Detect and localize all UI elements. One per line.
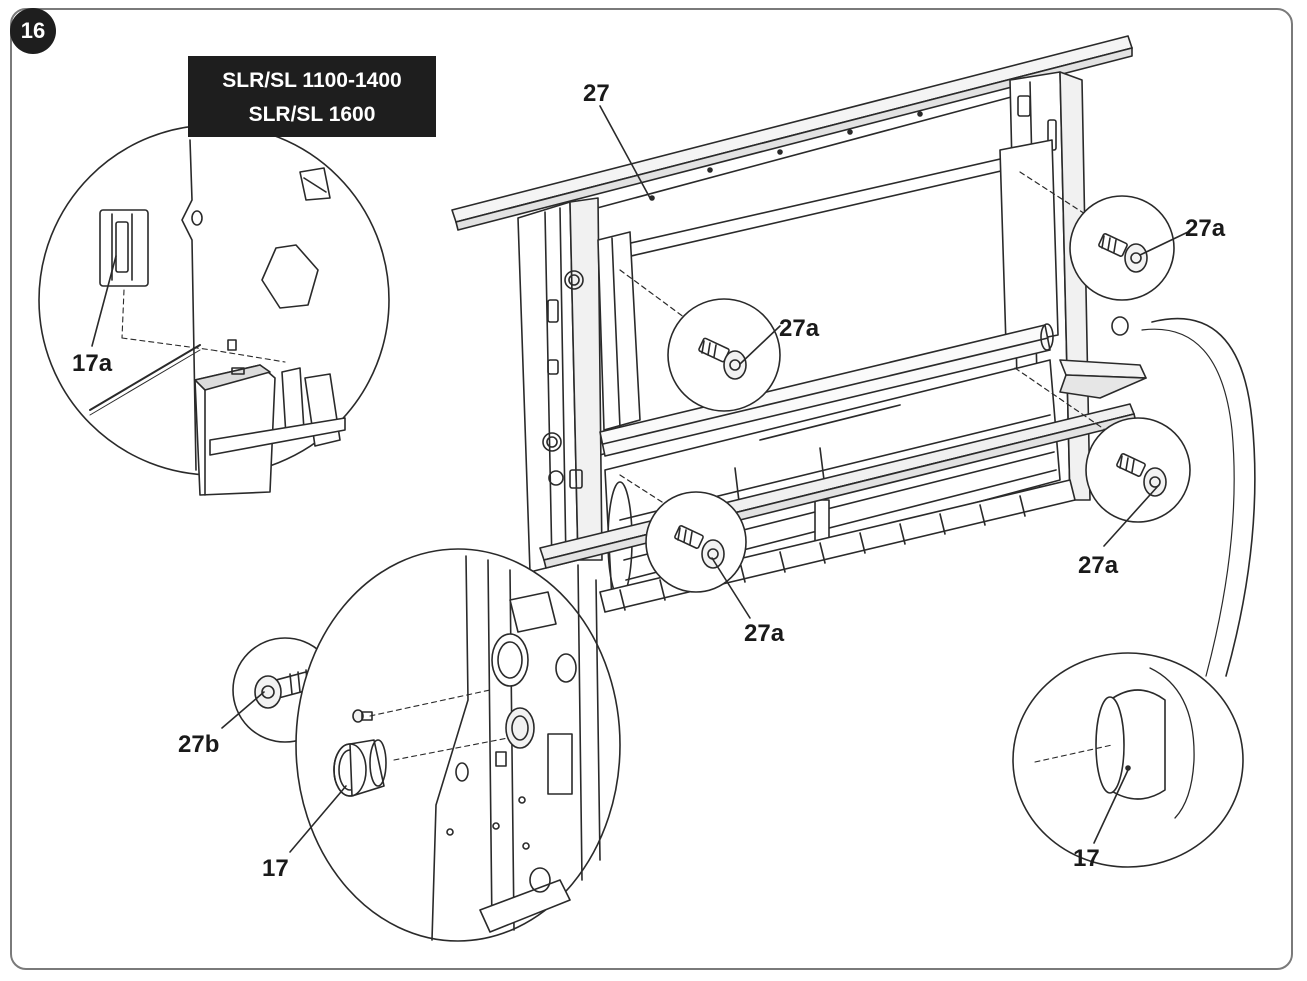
callout-leaders bbox=[91, 105, 1189, 853]
callout-17a: 17a bbox=[72, 350, 113, 377]
unit-upper-tube bbox=[599, 323, 1054, 457]
detail-circle-27a-right bbox=[1085, 417, 1191, 523]
callout-17-lower: 17 bbox=[262, 855, 289, 882]
small-screw-27b-position bbox=[352, 709, 373, 723]
callout-27a-upper-mid: 27a bbox=[779, 315, 820, 342]
callout-17-right: 17 bbox=[1073, 845, 1100, 872]
callout-27a-right: 27a bbox=[1078, 552, 1119, 579]
model-label-line1: SLR/SL 1100-1400 bbox=[222, 69, 402, 92]
step-number-badge: 16 bbox=[10, 8, 56, 54]
detail-circle-17-lower bbox=[295, 548, 621, 942]
callout-27a-top-right: 27a bbox=[1185, 215, 1226, 242]
detail-circle-17-right bbox=[1012, 652, 1244, 868]
unit-top-rail bbox=[451, 35, 1133, 231]
callout-27b: 27b bbox=[178, 731, 220, 758]
unit-left-side-frame bbox=[517, 197, 603, 573]
unit-cap-17 bbox=[1111, 316, 1129, 336]
dashed-guides bbox=[619, 171, 1121, 521]
detail-connector-arc-inner bbox=[1141, 328, 1235, 677]
detail-circle-27a-top-right bbox=[1069, 195, 1175, 301]
callout-27a-lower-mid: 27a bbox=[744, 620, 785, 647]
cap-17-lower bbox=[333, 739, 387, 797]
leader-17-right bbox=[1093, 769, 1129, 844]
screw-27a-right bbox=[1116, 453, 1167, 497]
unit-right-drip-tray bbox=[1059, 359, 1147, 399]
detail-circle-27a-upper-mid bbox=[667, 298, 781, 412]
port-fitting bbox=[491, 591, 557, 687]
detail-circle-27a-lower-mid bbox=[645, 491, 747, 593]
leader-27 bbox=[599, 105, 651, 199]
detail-circle-17a bbox=[38, 124, 390, 496]
leader-27a-lower-mid bbox=[711, 557, 751, 619]
leader-17a bbox=[91, 255, 117, 347]
callout-27: 27 bbox=[583, 80, 610, 107]
unit-left-bracket bbox=[597, 231, 641, 431]
leader-27a-top-right bbox=[1139, 231, 1189, 256]
clip-17a bbox=[99, 209, 149, 287]
model-label-line2: SLR/SL 1600 bbox=[248, 103, 376, 126]
leader-27a-right bbox=[1103, 485, 1159, 547]
leader-27a-upper-mid bbox=[739, 325, 781, 365]
leader-17-lower bbox=[289, 785, 347, 853]
screw-27a-top-right bbox=[1098, 233, 1148, 273]
model-label-box: SLR/SL 1100-1400 SLR/SL 1600 bbox=[188, 56, 436, 137]
detail-connector-arc bbox=[1151, 317, 1256, 677]
leader-27b bbox=[221, 691, 265, 729]
figure-frame bbox=[10, 8, 1293, 970]
screw-27a-upper-mid bbox=[698, 337, 747, 380]
